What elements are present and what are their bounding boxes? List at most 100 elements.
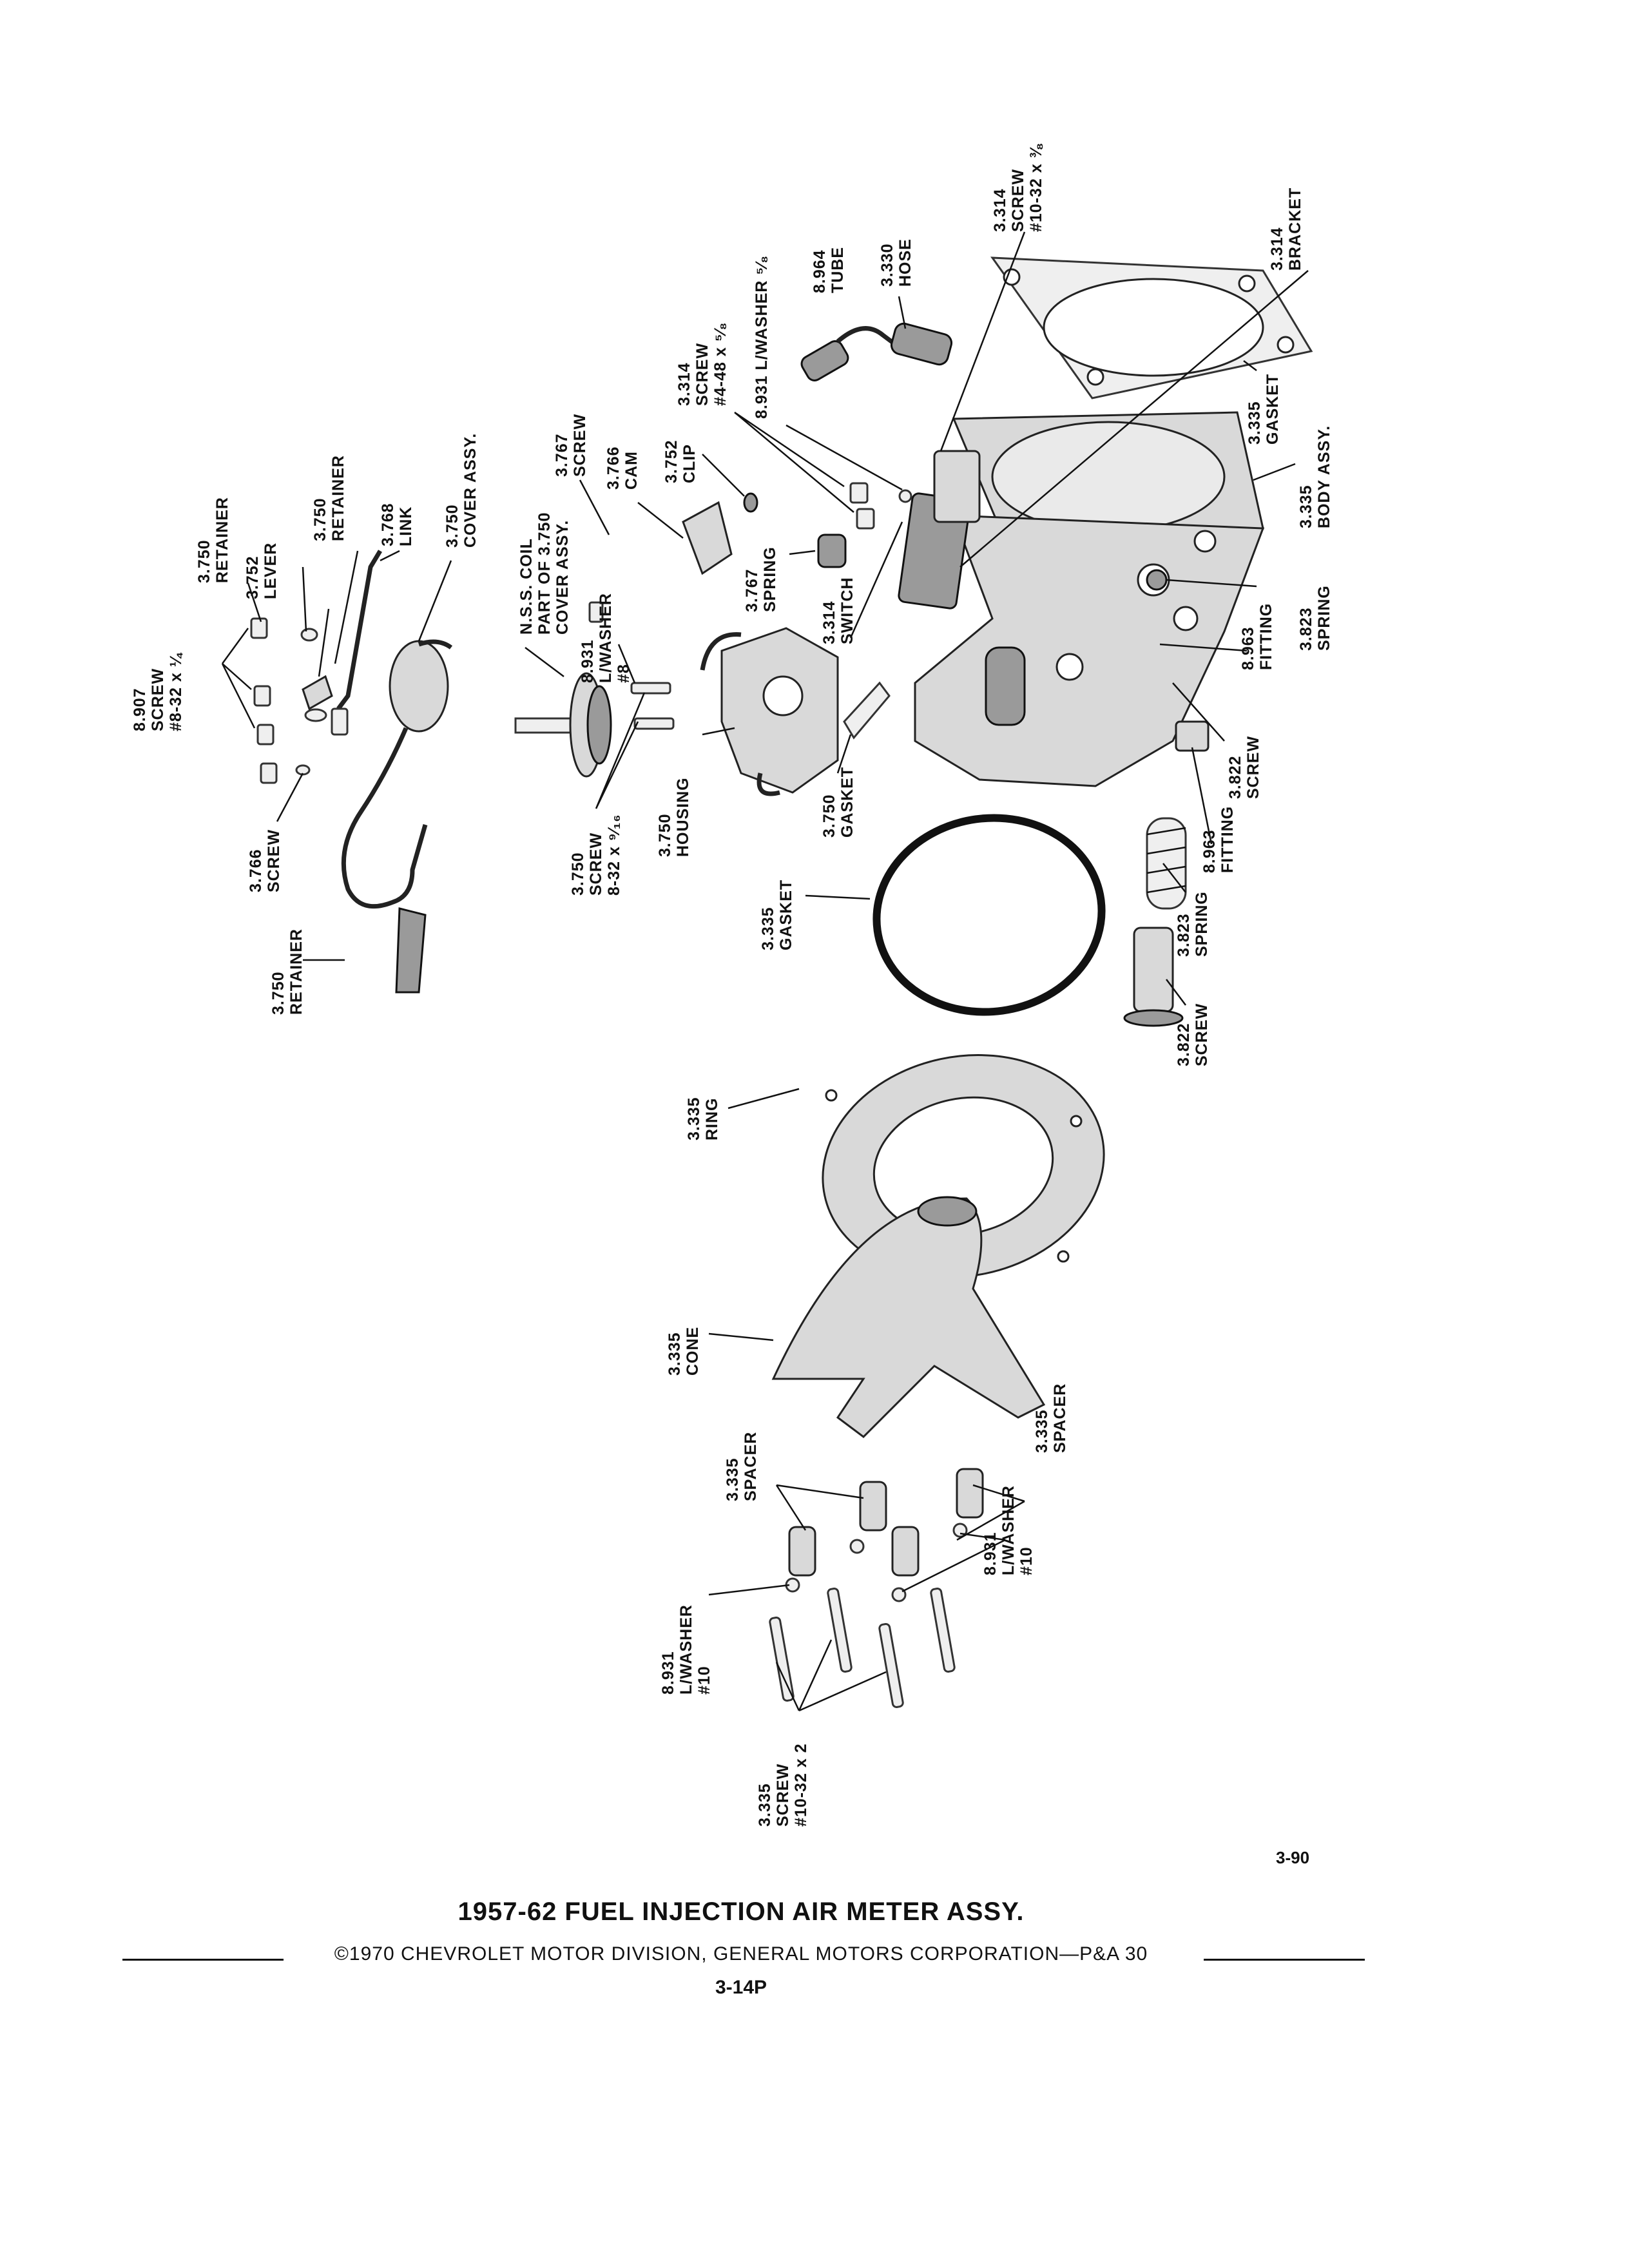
svg-text:8.963: 8.963: [1200, 829, 1219, 873]
svg-text:SCREW: SCREW: [774, 1763, 792, 1827]
svg-text:SCREW: SCREW: [149, 668, 167, 731]
callout-bracket-3314: 3.314 BRACKET: [1268, 187, 1304, 271]
callout-cover-3750: 3.750 COVER ASSY.: [443, 433, 479, 548]
callout-cam-3766: 3.766 CAM: [604, 446, 641, 490]
tube-and-hose-part: [800, 322, 953, 381]
callout-screw-3822-top: 3.822 SCREW: [1226, 736, 1262, 799]
svg-text:3.750: 3.750: [443, 504, 461, 548]
callout-switch-3314: 3.314 SWITCH: [820, 577, 856, 644]
svg-text:CAM: CAM: [622, 451, 641, 490]
svg-text:3.767: 3.767: [553, 433, 571, 477]
callout-screw-3766: 3.766 SCREW: [247, 829, 283, 892]
svg-text:FITTING: FITTING: [1219, 806, 1237, 873]
callout-spring-3823-low: 3.823 SPRING: [1175, 891, 1211, 957]
callout-screw-3822-low: 3.822 SCREW: [1175, 1003, 1211, 1066]
svg-text:#8-32 x ¼: #8-32 x ¼: [167, 652, 185, 731]
svg-text:3.823: 3.823: [1297, 607, 1315, 651]
svg-text:3.335: 3.335: [666, 1332, 684, 1376]
svg-text:3.750: 3.750: [656, 813, 674, 857]
callout-lever-3752: 3.752 LEVER: [244, 543, 280, 599]
svg-text:3.335: 3.335: [756, 1783, 774, 1827]
svg-text:FITTING: FITTING: [1257, 603, 1275, 670]
svg-text:SPRING: SPRING: [761, 546, 779, 612]
svg-text:8.931: 8.931: [659, 1651, 677, 1695]
svg-text:3.750: 3.750: [195, 539, 213, 583]
callout-link-3768: 3.768 LINK: [379, 503, 415, 546]
cam-clip-spring-part: [682, 492, 847, 575]
svg-text:SCREW: SCREW: [693, 343, 711, 406]
callout-spacer-3335-right: 3.335 SPACER: [1033, 1383, 1069, 1453]
callout-tube-8964: 8.964 TUBE: [811, 247, 847, 293]
callout-coil-nss: N.S.S. COIL PART OF 3.750 COVER ASSY.: [517, 512, 572, 635]
svg-text:N.S.S. COIL: N.S.S. COIL: [517, 538, 535, 635]
svg-text:8.963: 8.963: [1239, 626, 1257, 670]
svg-text:GASKET: GASKET: [1264, 374, 1282, 445]
body-assembly-part: [914, 411, 1265, 787]
callout-retainer-3750-low: 3.750 RETAINER: [269, 928, 305, 1015]
long-screws-part: [769, 1588, 956, 1708]
svg-text:3.822: 3.822: [1175, 1023, 1193, 1066]
svg-text:3.750: 3.750: [311, 497, 329, 541]
svg-text:3.314: 3.314: [991, 188, 1009, 232]
callout-screw-3314-top: 3.314 SCREW #10-32 x ⅜: [991, 143, 1045, 232]
callout-washer-8931-10-right: 8.931 L/WASHER #10: [981, 1485, 1036, 1575]
svg-text:#4-48 x ⁵⁄₈: #4-48 x ⁵⁄₈: [711, 322, 729, 406]
housing-screws-part: [588, 601, 675, 730]
svg-text:3.335: 3.335: [1246, 401, 1264, 445]
housing-gasket-part: [843, 681, 891, 740]
svg-text:LEVER: LEVER: [262, 543, 280, 599]
svg-text:3.822: 3.822: [1226, 755, 1244, 799]
callout-housing-3750: 3.750 HOUSING: [656, 777, 692, 857]
svg-text:3.750: 3.750: [820, 794, 838, 838]
svg-text:3.314: 3.314: [820, 601, 838, 644]
svg-text:HOSE: HOSE: [896, 238, 914, 287]
svg-text:8.964: 8.964: [811, 249, 829, 293]
svg-text:3.766: 3.766: [247, 849, 265, 892]
svg-text:#10: #10: [1017, 1546, 1036, 1575]
svg-text:8.931 L/WASHER ⁵⁄₈: 8.931 L/WASHER ⁵⁄₈: [753, 255, 771, 419]
callout-gasket-3335-top: 3.335 GASKET: [1246, 374, 1282, 445]
svg-text:SCREW: SCREW: [1009, 169, 1027, 232]
svg-text:L/WASHER: L/WASHER: [999, 1485, 1017, 1575]
svg-text:BODY ASSY.: BODY ASSY.: [1315, 425, 1333, 528]
callout-screw-3767: 3.767 SCREW: [553, 414, 589, 477]
svg-text:GASKET: GASKET: [838, 767, 856, 838]
svg-text:COVER ASSY.: COVER ASSY.: [554, 520, 572, 635]
callout-gasket-3335-ring: 3.335 GASKET: [759, 879, 795, 950]
svg-text:SCREW: SCREW: [587, 832, 605, 896]
cone-part: [771, 1196, 1046, 1438]
svg-text:3.335: 3.335: [1033, 1409, 1051, 1453]
coil-part: [514, 672, 612, 778]
svg-text:#10: #10: [695, 1666, 713, 1695]
svg-text:SPACER: SPACER: [742, 1432, 760, 1501]
svg-text:BRACKET: BRACKET: [1286, 187, 1304, 271]
svg-text:#10-32 x ⅜: #10-32 x ⅜: [1027, 143, 1045, 232]
svg-text:3.335: 3.335: [724, 1457, 742, 1501]
svg-text:3.752: 3.752: [244, 555, 262, 599]
svg-text:8.931: 8.931: [579, 639, 597, 683]
callout-fitting-8963-low: 8.963 FITTING: [1200, 806, 1237, 873]
svg-text:RING: RING: [703, 1098, 721, 1141]
svg-text:SPRING: SPRING: [1315, 585, 1333, 651]
svg-text:3.335: 3.335: [759, 907, 777, 950]
long-screw-part: [1123, 927, 1184, 1027]
svg-text:3.766: 3.766: [604, 446, 622, 490]
svg-text:8.931: 8.931: [981, 1532, 999, 1575]
svg-text:3.330: 3.330: [878, 243, 896, 287]
svg-text:RETAINER: RETAINER: [213, 497, 231, 583]
svg-text:SWITCH: SWITCH: [838, 577, 856, 644]
callout-screw-8907: 8.907 SCREW #8-32 x ¼: [131, 652, 185, 731]
svg-text:3.750: 3.750: [569, 852, 587, 896]
callout-gasket-3750: 3.750 GASKET: [820, 767, 856, 838]
callout-clip-3752: 3.752 CLIP: [662, 439, 699, 483]
svg-text:SPACER: SPACER: [1051, 1383, 1069, 1453]
spacers-part: [788, 1468, 984, 1577]
svg-text:RETAINER: RETAINER: [287, 928, 305, 1015]
switch-screws-part: [849, 482, 912, 530]
svg-text:TUBE: TUBE: [829, 247, 847, 293]
svg-text:SPRING: SPRING: [1193, 891, 1211, 957]
ring-gasket-part: [872, 814, 1106, 1016]
callout-spacer-3335-left: 3.335 SPACER: [724, 1432, 760, 1501]
svg-text:LINK: LINK: [397, 506, 415, 546]
